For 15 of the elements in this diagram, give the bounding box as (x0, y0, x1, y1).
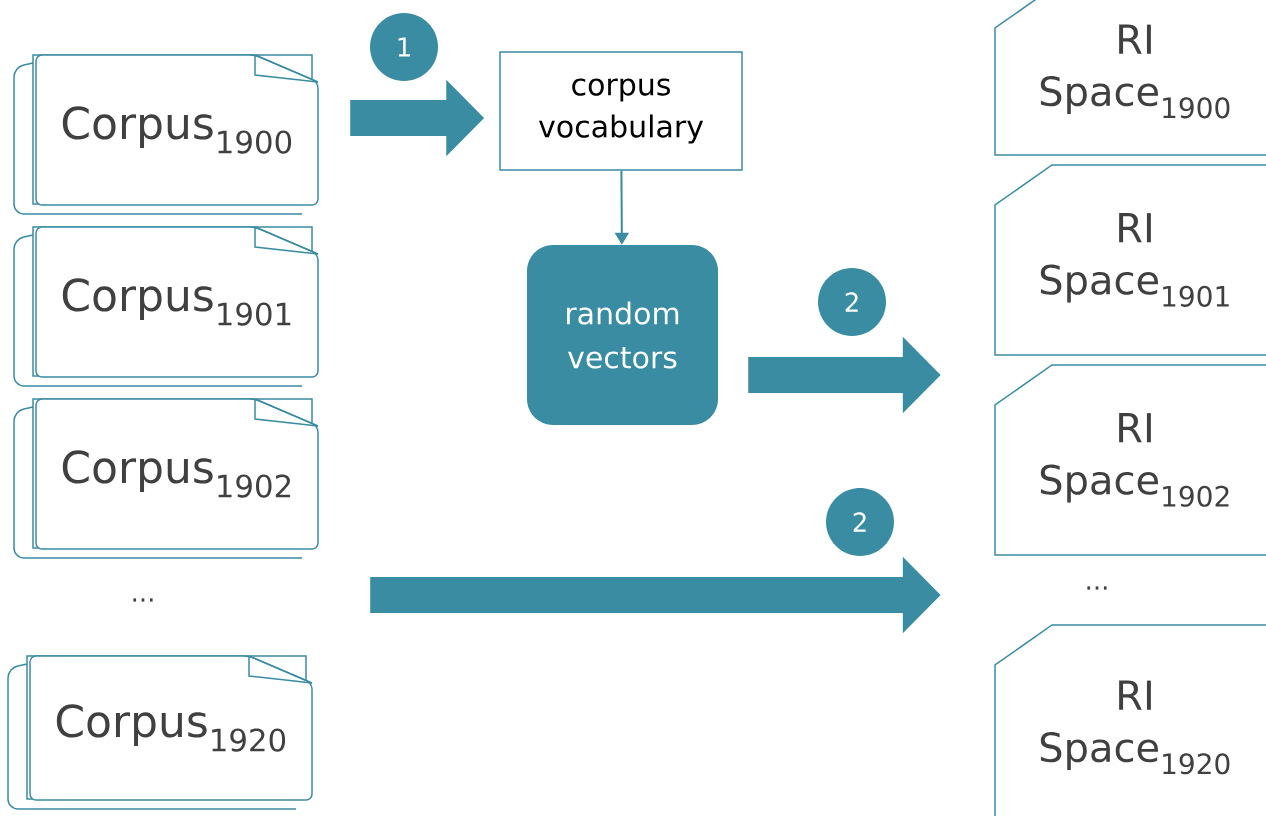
callout-number: 2 (818, 268, 886, 336)
process-box: corpus vocabulary (499, 51, 743, 171)
ellipsis: ... (1087, 586, 1107, 590)
document-stack: Corpus$_{1902}$ (13, 398, 319, 559)
document: RI Space$_{1920}$ (994, 624, 1266, 816)
callout-number: 2 (826, 488, 894, 556)
callout-number: 1 (370, 13, 438, 81)
document: RI Space$_{1902}$ (994, 364, 1266, 556)
process-box: random vectors (527, 245, 718, 425)
ellipsis: ... (133, 598, 153, 602)
document-stack: Corpus$_{1920}$ (7, 655, 313, 810)
document-stack: Corpus$_{1900}$ (13, 54, 319, 215)
document: RI Space$_{1900}$ (994, 0, 1266, 156)
document: RI Space$_{1901}$ (994, 164, 1266, 356)
document-stack: Corpus$_{1901}$ (13, 226, 319, 387)
